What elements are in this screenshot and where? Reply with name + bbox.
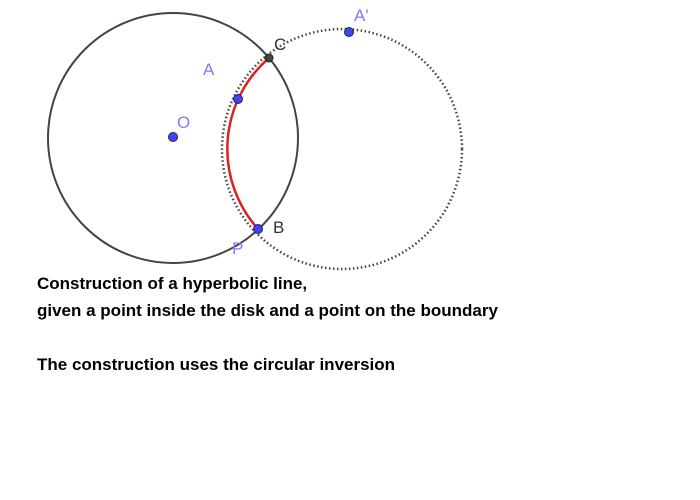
inversion-circle bbox=[220, 27, 464, 271]
label-c: C bbox=[274, 35, 286, 54]
unit-circle bbox=[47, 12, 299, 264]
point-a-prime[interactable] bbox=[344, 27, 354, 37]
caption-note: The construction uses the circular inver… bbox=[37, 355, 396, 374]
label-b: B bbox=[273, 218, 284, 237]
point-c[interactable] bbox=[264, 53, 274, 63]
hyperbolic-line bbox=[226, 57, 270, 230]
label-o: O bbox=[177, 113, 190, 132]
label-a-prime: A' bbox=[354, 6, 369, 25]
point-a[interactable] bbox=[233, 94, 243, 104]
label-a: A bbox=[203, 60, 215, 79]
caption-title: Construction of a hyperbolic line, bbox=[37, 274, 308, 293]
point-b[interactable] bbox=[253, 224, 263, 234]
caption-subtitle: given a point inside the disk and a poin… bbox=[37, 301, 498, 320]
point-o[interactable] bbox=[168, 132, 178, 142]
label-p: P bbox=[232, 239, 243, 258]
